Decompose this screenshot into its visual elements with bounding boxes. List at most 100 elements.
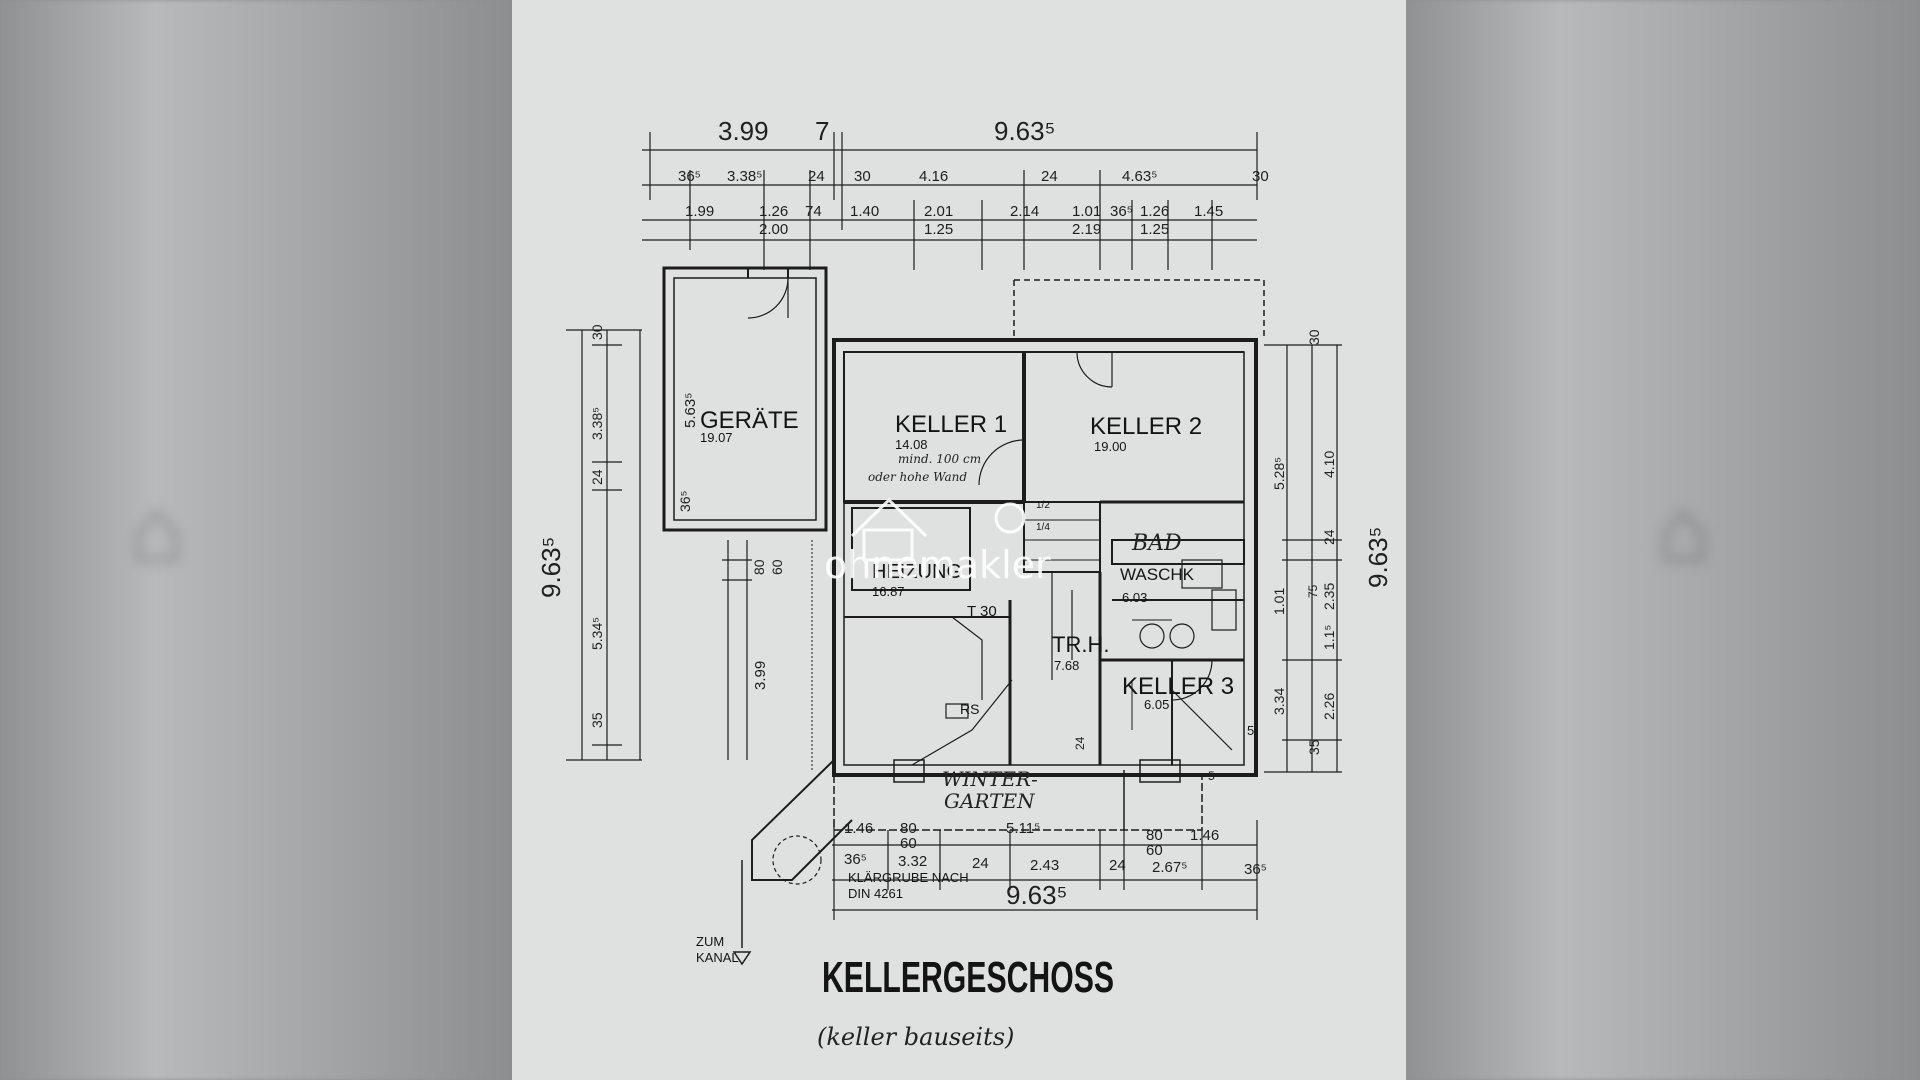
dim-top-7: 7 (815, 116, 829, 146)
dim-bot-r2-5: 2.67⁵ (1152, 859, 1187, 876)
room-wintergarten-line1: WINTER- (942, 767, 1038, 791)
plan-title: KELLERGESCHOSS (822, 953, 1114, 1002)
dim-bot-total: 9.63⁵ (1006, 880, 1067, 910)
dim-bot-r1-5: 60 (1146, 842, 1163, 859)
top-dimensions: 3.99 7 9.63⁵ 36⁵ 3.38⁵ 24 30 4.16 24 4.6… (678, 116, 1269, 238)
dim-left-a-1: 3.38⁵ (589, 407, 605, 440)
dim-top-r1-0: 36⁵ (678, 168, 701, 185)
room-wintergarten-line2: GARTEN (944, 789, 1036, 813)
dimension-lines (566, 132, 1342, 920)
dim-bot-r1-0: 1.46 (844, 820, 873, 837)
room-trh-name: TR.H. (1052, 632, 1109, 657)
dim-bot-r1-6: 1.46 (1190, 827, 1219, 844)
dim-right-a-0: 30 (1306, 329, 1322, 345)
room-keller1-note2: oder hohe Wand (868, 470, 967, 484)
dim-top-r2-0: 1.99 (685, 203, 714, 220)
dim-right-b-2: 2.35 (1321, 583, 1337, 610)
room-geraete-name: GERÄTE (700, 407, 799, 434)
label-t30: T 30 (967, 603, 997, 620)
dim-left-a-4: 35 (589, 712, 605, 728)
room-keller1-note1: mind. 100 cm (898, 452, 981, 466)
room-bad-name: BAD (1131, 531, 1182, 556)
dim-top-r1-4: 4.16 (919, 168, 948, 185)
blurred-background-left: ⌂ (0, 0, 512, 1080)
room-heizung-name: HEIZUNG (872, 561, 962, 583)
dim-top-r2-4: 2.01 (924, 203, 953, 220)
dim-bot-small-1: 5 (1208, 769, 1215, 783)
right-dimensions: 30 5.28⁵ 1.01 3.34 4.10 24 2.35 1.1⁵ 2.2… (1247, 329, 1393, 755)
dim-top-r1-7: 30 (1252, 168, 1269, 185)
dim-left-a-2: 24 (589, 469, 605, 485)
dim-bot-r1-3: 5.11⁵ (1006, 820, 1040, 837)
dim-bot-r2-6: 36⁵ (1244, 861, 1267, 878)
room-geraete-area: 19.07 (700, 430, 733, 445)
dim-bot-r2-2: 24 (972, 855, 989, 872)
dim-top-r1-1: 3.38⁵ (727, 168, 762, 185)
room-labels: GERÄTE 19.07 KELLER 1 14.08 mind. 100 cm… (696, 407, 1234, 965)
dim-top-r3-2: 2.19 (1072, 221, 1101, 238)
room-heizung-area: 16.87 (872, 584, 905, 599)
dim-left-outer: 9.63⁵ (536, 537, 566, 598)
dim-top-r1-5: 24 (1041, 168, 1058, 185)
plan-note: (keller bauseits) (817, 1023, 1014, 1051)
dim-right-small-0: 75 (1306, 584, 1320, 598)
dim-right-outer: 9.63⁵ (1363, 527, 1393, 588)
dim-right-small-1: 5 (1247, 723, 1254, 738)
dim-right-b-0: 4.10 (1321, 451, 1337, 478)
floor-plan-drawing: 3.99 7 9.63⁵ 36⁵ 3.38⁵ 24 30 4.16 24 4.6… (536, 116, 1393, 1051)
dim-bot-r2-4: 24 (1109, 857, 1126, 874)
dim-top-r3-0: 2.00 (759, 221, 788, 238)
label-kanal-line2: KANAL (696, 950, 739, 965)
left-dimensions: 9.63⁵ 30 3.38⁵ 24 5.34⁵ 35 5.63⁵ 36⁵ 80 … (536, 324, 785, 728)
dim-top-r2-6: 1.01 (1072, 203, 1101, 220)
room-keller1-area: 14.08 (895, 437, 928, 452)
label-stair-1: 1/2 (1036, 500, 1050, 511)
dim-left-c-1: 60 (769, 559, 785, 575)
floor-plan-sheet: 3.99 7 9.63⁵ 36⁵ 3.38⁵ 24 30 4.16 24 4.6… (512, 0, 1406, 1080)
dim-left-a-0: 30 (589, 324, 605, 340)
dim-top-r2-2: 74 (805, 203, 822, 220)
room-trh-area: 7.68 (1054, 658, 1079, 673)
dim-left-c-2: 3.99 (752, 661, 769, 690)
watermark-text: ohnemakler (824, 543, 1051, 587)
room-waschk-name: WASCHK (1120, 565, 1195, 584)
bottom-dimensions: 1.46 80 60 5.11⁵ 80 60 1.46 36⁵ 3.32 24 … (844, 736, 1267, 910)
dim-top-9-635: 9.63⁵ (994, 116, 1055, 146)
dim-right-a-2: 1.01 (1271, 588, 1287, 615)
dim-top-r1-6: 4.63⁵ (1122, 168, 1157, 185)
room-keller3-name: KELLER 3 (1122, 673, 1234, 700)
dim-top-r1-2: 24 (808, 168, 825, 185)
dim-top-r2-3: 1.40 (850, 203, 879, 220)
dim-left-a-3: 5.34⁵ (589, 617, 605, 650)
dim-bot-r1-4: 80 (1146, 827, 1163, 844)
dim-top-r2-1: 1.26 (759, 203, 788, 220)
dim-bot-small-0: 24 (1073, 736, 1087, 750)
house-logo-icon (850, 497, 1026, 562)
label-kanal-line1: ZUM (696, 934, 724, 949)
label-klaergrube-line2: DIN 4261 (848, 886, 903, 901)
dim-right-a-3: 3.34 (1271, 688, 1287, 715)
dim-left-b-0: 5.63⁵ (682, 393, 699, 428)
dim-top-r3-3: 1.25 (1140, 221, 1169, 238)
dim-bot-r2-3: 2.43 (1030, 857, 1059, 874)
dim-bot-r1-1: 80 (900, 820, 917, 837)
dim-top-r3-1: 1.25 (924, 221, 953, 238)
dim-top-r2-5: 2.14 (1010, 203, 1039, 220)
room-keller2-name: KELLER 2 (1090, 413, 1202, 440)
label-rs: RS (960, 701, 979, 717)
dim-left-b-1: 36⁵ (677, 491, 693, 512)
room-waschk-area: 6.03 (1122, 590, 1147, 605)
dim-left-c-0: 80 (751, 559, 767, 575)
room-keller3-area: 6.05 (1144, 697, 1169, 712)
blurred-background-right: ⌂ (1406, 0, 1920, 1080)
label-stair-2: 1/4 (1036, 522, 1050, 533)
dim-right-b-4: 2.26 (1321, 693, 1337, 720)
watermark: ohnemakler (824, 497, 1051, 587)
dim-top-r1-3: 30 (854, 168, 871, 185)
dim-right-b-5: 35 (1306, 739, 1322, 755)
dim-bot-r1-2: 60 (900, 835, 917, 852)
room-keller2-area: 19.00 (1094, 439, 1127, 454)
walls (662, 266, 1265, 966)
dim-top-r2-9: 1.45 (1194, 203, 1223, 220)
dim-top-r2-8: 1.26 (1140, 203, 1169, 220)
